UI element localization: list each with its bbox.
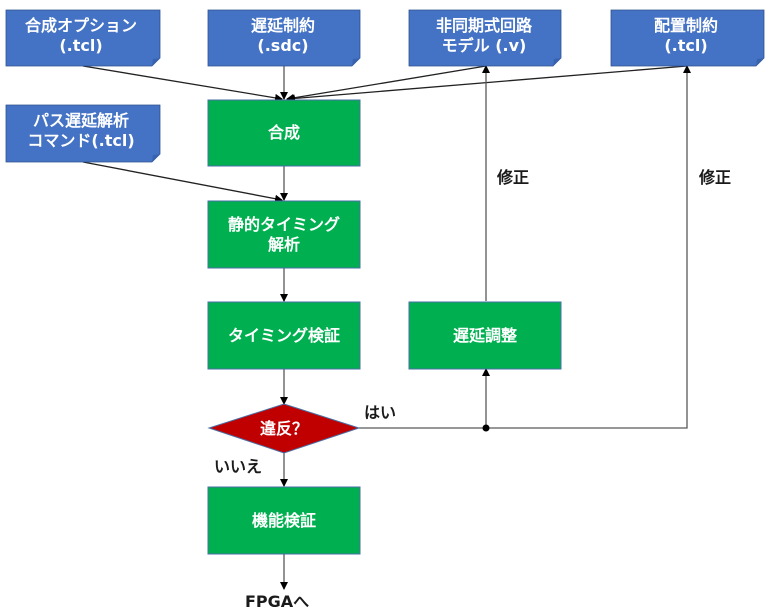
input-placement-constraints-fold xyxy=(756,58,764,66)
process-synthesis[interactable] xyxy=(207,99,361,167)
junction-dot xyxy=(482,424,490,432)
process-sta[interactable] xyxy=(207,200,361,269)
process-nodes xyxy=(207,99,562,555)
label-no: いいえ xyxy=(214,457,263,476)
process-timing-verification[interactable] xyxy=(207,301,361,370)
edge-placement-to-synthesis xyxy=(287,65,688,103)
input-async-model[interactable] xyxy=(408,9,562,67)
process-functional-verification[interactable] xyxy=(207,486,361,555)
input-async-model-fold xyxy=(553,58,561,66)
edge-synth-options-to-synthesis xyxy=(82,65,283,102)
input-timing-constraints-fold xyxy=(352,58,360,66)
input-synth-options-fold xyxy=(152,58,160,66)
input-path-delay-cmd[interactable] xyxy=(5,104,161,163)
process-delay-adjustment[interactable] xyxy=(408,301,562,370)
input-placement-constraints[interactable] xyxy=(610,9,765,67)
input-nodes xyxy=(5,9,765,163)
input-timing-constraints[interactable] xyxy=(207,9,361,67)
label-output-fpga: FPGAへ xyxy=(245,592,310,611)
connectors xyxy=(82,65,691,590)
label-fix-right: 修正 xyxy=(699,168,732,187)
edge-async-model-to-synthesis xyxy=(286,65,487,102)
edge-decision-yes-branch xyxy=(359,65,691,429)
edge-path-delay-to-sta xyxy=(82,161,283,203)
input-path-delay-cmd-fold xyxy=(152,154,160,162)
label-yes: はい xyxy=(364,403,397,422)
input-synth-options[interactable] xyxy=(5,9,161,67)
decision-violation[interactable] xyxy=(207,403,361,454)
label-fix-left: 修正 xyxy=(497,168,530,187)
